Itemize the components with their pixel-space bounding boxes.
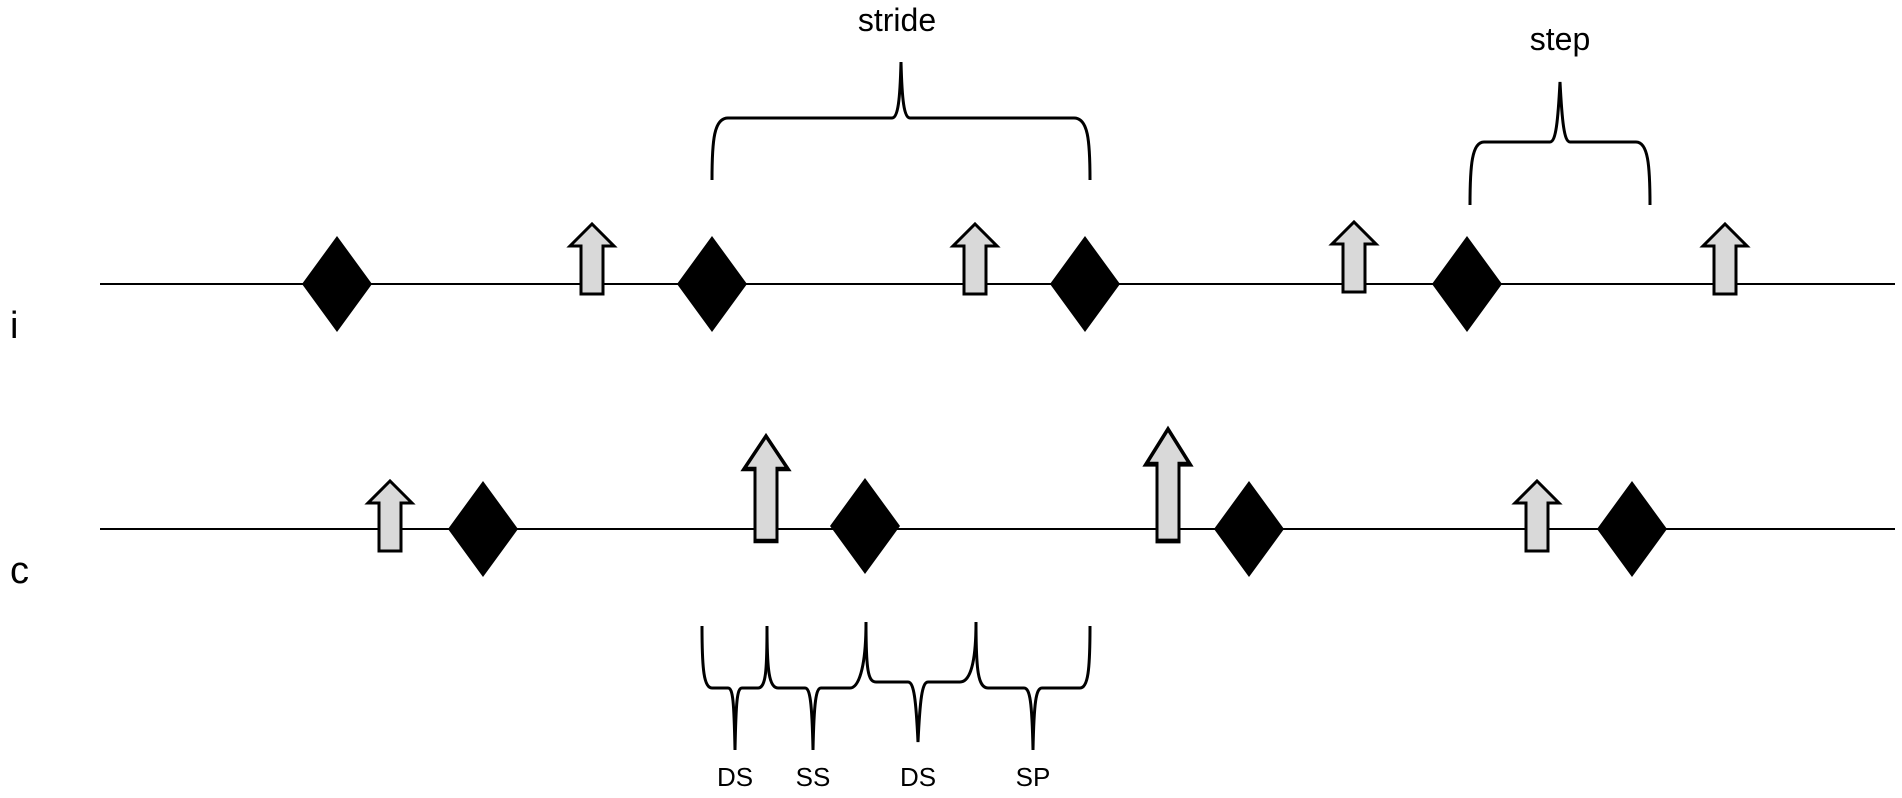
row-label-c: c [10,550,29,592]
arrow-up-icon [744,436,788,541]
row-c-diamonds [448,478,1667,577]
phase-label-ss: SS [796,762,831,792]
arrow-up-icon [1513,479,1561,553]
diamond-icon [1432,236,1502,332]
arrow-up-icon [1330,220,1378,294]
phase-brace-sp [974,621,1092,751]
diamond-icon [1214,481,1284,577]
arrow-up-icon [1146,429,1190,541]
diamond-icon [830,478,900,574]
phase-brace-ds2 [864,621,978,743]
step-brace [1468,81,1652,206]
arrow-up-icon [366,479,414,553]
diamond-icon [1050,236,1120,332]
row-label-i: i [10,305,18,347]
diamond-icon [677,236,747,332]
row-i-diamonds [302,236,1502,332]
phase-label-sp: SP [1016,762,1051,792]
step-label: step [1530,21,1590,57]
phase-brace-ss [765,621,868,751]
stride-brace [710,61,1092,181]
diamond-icon [1597,481,1667,577]
diamond-icon [448,481,518,577]
phase-label-ds2: DS [900,762,936,792]
row-c-arrows [366,429,1561,553]
phase-label-ds1: DS [717,762,753,792]
diamond-icon [302,236,372,332]
phase-brace-ds1 [700,625,769,751]
phase-braces [700,621,1092,751]
stride-label: stride [858,2,936,38]
